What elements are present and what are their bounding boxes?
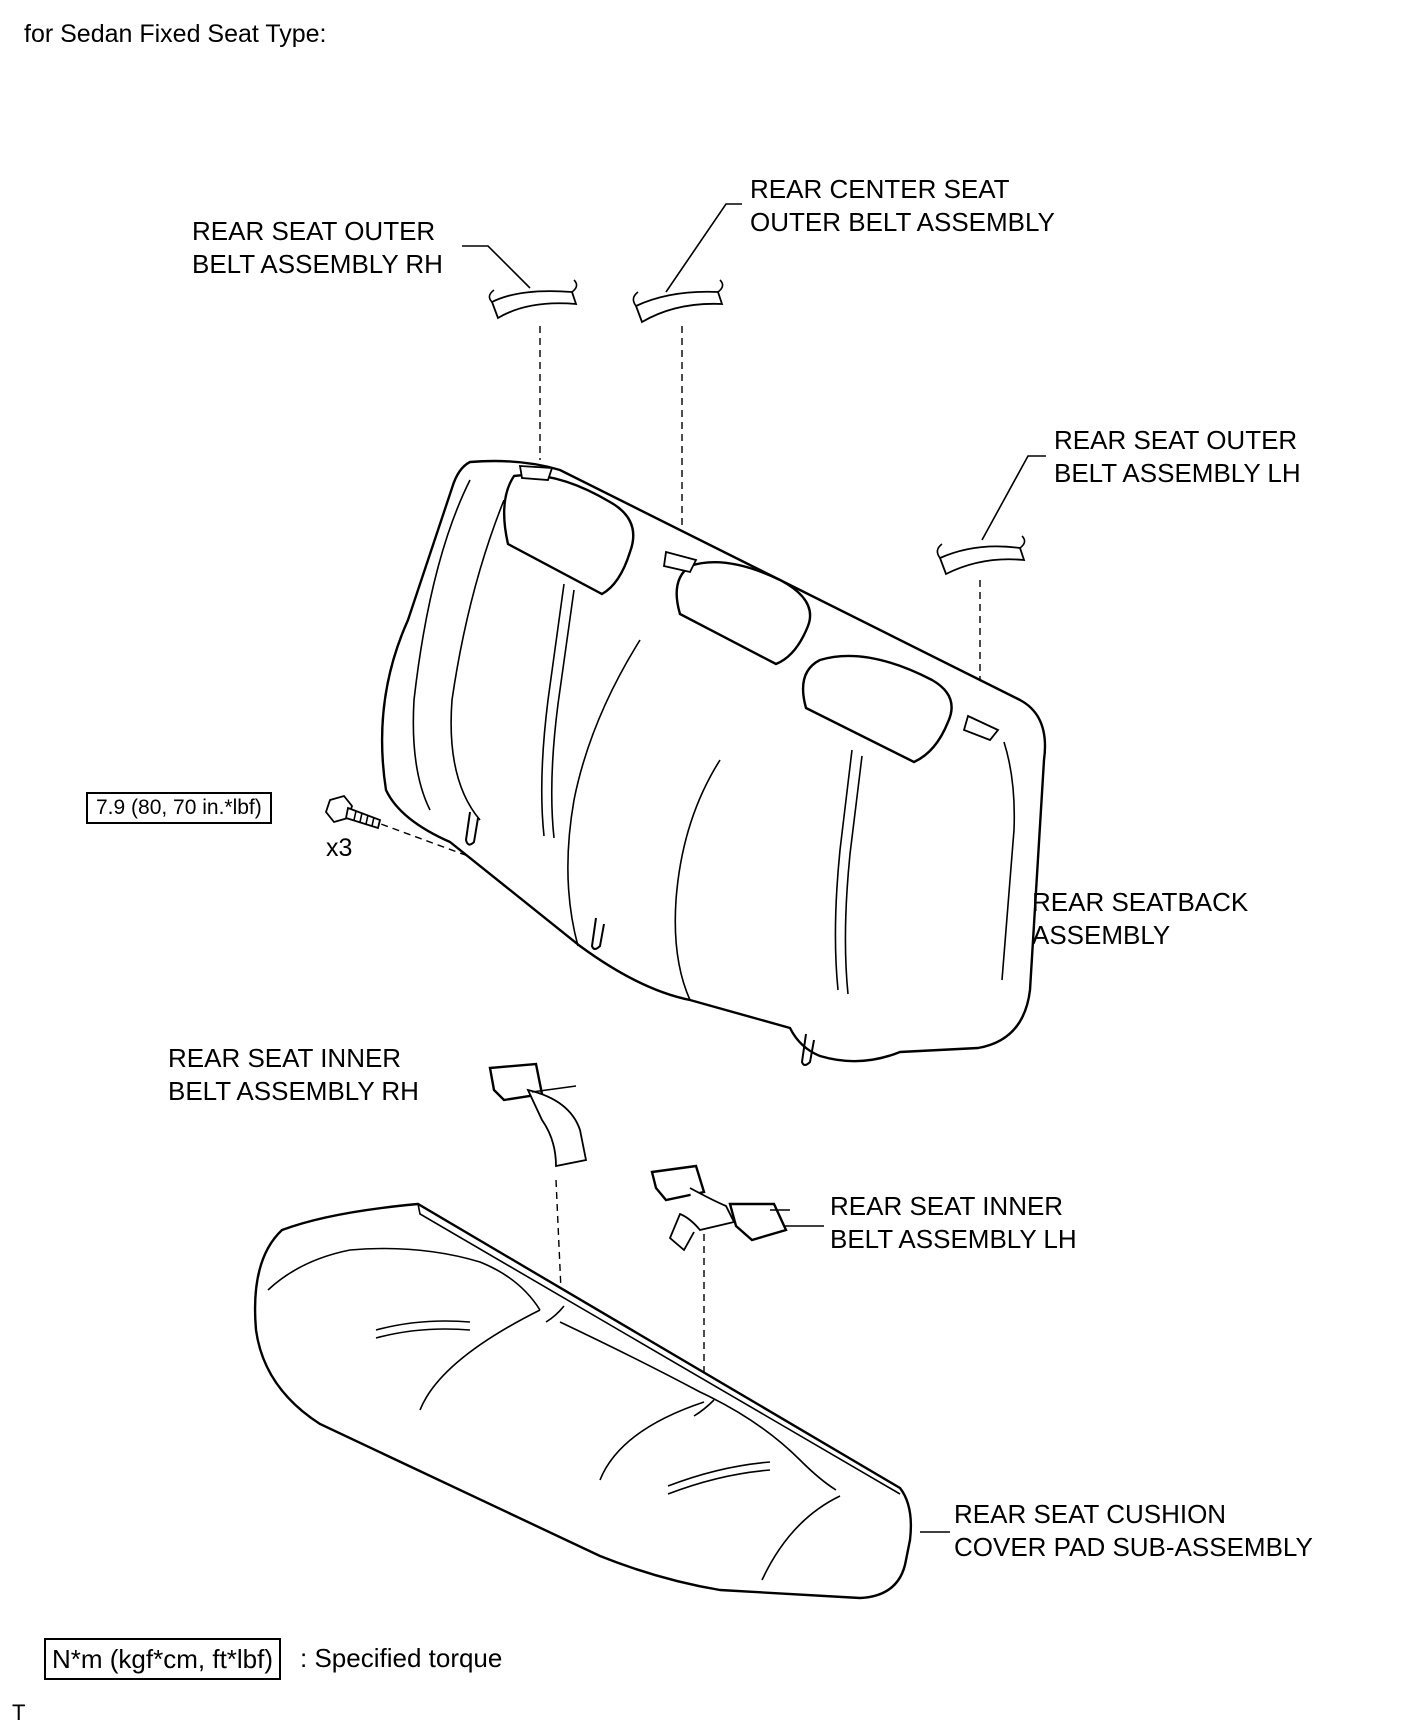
legend-torque-text: : Specified torque xyxy=(300,1643,503,1673)
label-rear-seatback-assembly: REAR SEATBACK ASSEMBLY xyxy=(1032,887,1249,950)
bolt-icon xyxy=(324,794,382,830)
bolt-quantity: x3 xyxy=(326,834,353,862)
inner-belt-lh xyxy=(650,1164,790,1252)
legend-torque-box: N*m (kgf*cm, ft*lbf) xyxy=(44,1638,282,1680)
label-rear-center-seat-outer-belt: REAR CENTER SEAT OUTER BELT ASSEMBLY xyxy=(750,174,1055,237)
page-title: for Sedan Fixed Seat Type: xyxy=(24,20,327,48)
rear-seatback xyxy=(380,459,1047,1066)
label-rear-seat-inner-belt-lh: REAR SEAT INNER BELT ASSEMBLY LH xyxy=(830,1191,1077,1254)
label-rear-seat-outer-belt-lh: REAR SEAT OUTER BELT ASSEMBLY LH xyxy=(1054,425,1301,488)
torque-spec-box: 7.9 (80, 70 in.*lbf) xyxy=(86,792,272,824)
label-rear-seat-inner-belt-rh: REAR SEAT INNER BELT ASSEMBLY RH xyxy=(168,1043,419,1106)
footer-mark: T xyxy=(12,1700,26,1725)
belt-strap-lh xyxy=(936,535,1026,576)
belt-strap-rh xyxy=(488,279,578,320)
label-rear-seat-outer-belt-rh: REAR SEAT OUTER BELT ASSEMBLY RH xyxy=(192,216,443,279)
belt-strap-center xyxy=(632,279,724,324)
rear-seat-cushion xyxy=(253,1202,913,1600)
label-rear-seat-cushion: REAR SEAT CUSHION COVER PAD SUB-ASSEMBLY xyxy=(954,1499,1313,1562)
inner-belt-rh xyxy=(488,1062,588,1168)
